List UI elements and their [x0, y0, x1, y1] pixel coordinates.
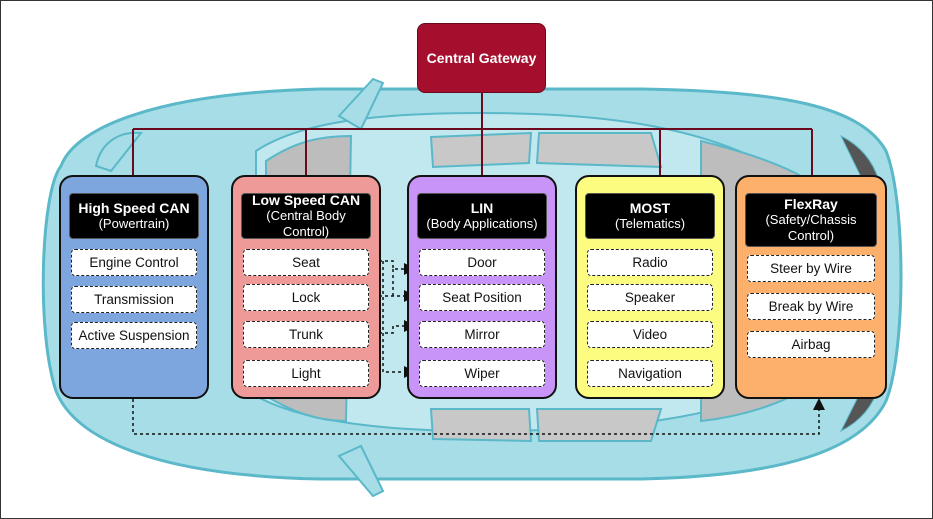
- ecu-box: Airbag: [747, 331, 875, 358]
- mirror-bottom: [337, 444, 385, 498]
- ecu-box: Lock: [243, 284, 369, 311]
- ecu-box: Mirror: [419, 321, 545, 348]
- bus-title: Low Speed CAN: [251, 192, 361, 208]
- front-bumper-top: [94, 131, 143, 173]
- ecu-box: Steer by Wire: [747, 255, 875, 282]
- bus-high-speed-can: High Speed CAN (Powertrain) Engine Contr…: [59, 175, 209, 399]
- bus-header: MOST (Telematics): [585, 193, 715, 239]
- ecu-box: Trunk: [243, 321, 369, 348]
- mirror-top: [337, 77, 385, 131]
- ecu-box: Seat Position: [419, 284, 545, 311]
- bus-low-speed-can: Low Speed CAN (Central Body Control) Sea…: [231, 175, 381, 399]
- bus-header: High Speed CAN (Powertrain): [69, 193, 199, 239]
- ecu-box: Wiper: [419, 360, 545, 387]
- bus-lin: LIN (Body Applications) Door Seat Positi…: [407, 175, 557, 399]
- ecu-box: Engine Control: [71, 249, 197, 276]
- ecu-box: Active Suspension: [71, 322, 197, 349]
- side-window-top-left: [429, 131, 533, 169]
- ecu-box: Break by Wire: [747, 293, 875, 320]
- bus-title: FlexRay: [784, 196, 838, 212]
- bus-flexray: FlexRay (Safety/Chassis Control) Steer b…: [735, 175, 887, 399]
- ecu-box: Video: [587, 321, 713, 348]
- bus-title: LIN: [470, 200, 494, 216]
- ecu-box: Radio: [587, 249, 713, 276]
- central-gateway-label: Central Gateway: [426, 50, 537, 66]
- side-window-top-right: [535, 132, 663, 169]
- side-window-bottom-right: [535, 408, 663, 442]
- bus-header: Low Speed CAN (Central Body Control): [241, 192, 371, 239]
- bus-title: High Speed CAN: [78, 200, 190, 216]
- ecu-box: Light: [243, 360, 369, 387]
- bus-header: FlexRay (Safety/Chassis Control): [745, 193, 877, 247]
- bus-header: LIN (Body Applications): [417, 193, 547, 239]
- central-gateway-node: Central Gateway: [417, 23, 546, 93]
- bus-subtitle: (Central Body Control): [266, 208, 346, 239]
- ecu-box: Speaker: [587, 284, 713, 311]
- bus-subtitle: (Safety/Chassis Control): [765, 212, 857, 243]
- ecu-box: Navigation: [587, 360, 713, 387]
- bus-subtitle: (Body Applications): [426, 216, 538, 231]
- bus-subtitle: (Telematics): [614, 216, 686, 231]
- bus-subtitle: (Powertrain): [98, 216, 170, 231]
- ecu-box: Transmission: [71, 286, 197, 313]
- ecu-box: Door: [419, 249, 545, 276]
- ecu-box: Seat: [243, 249, 369, 276]
- bus-title: MOST: [629, 200, 671, 216]
- side-window-bottom-left: [429, 408, 533, 443]
- bus-most: MOST (Telematics) Radio Speaker Video Na…: [575, 175, 725, 399]
